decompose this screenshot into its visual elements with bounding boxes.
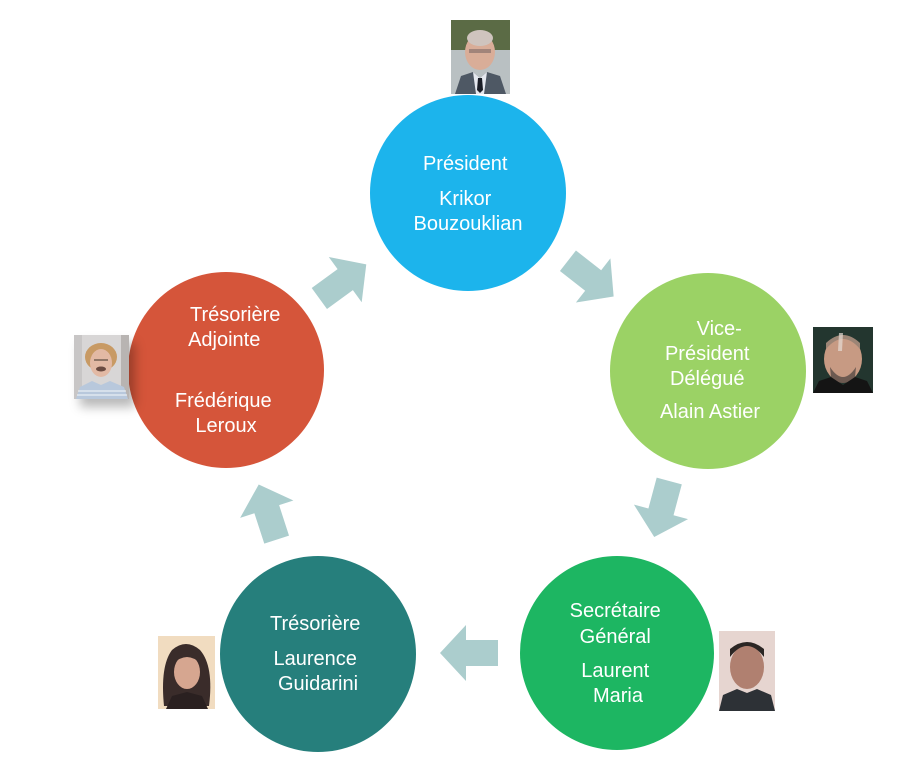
arrow-vice-president-to-secretaire — [633, 477, 689, 537]
member-node-tresoriere-adjointe: Trésorière Adjointe Frédérique Leroux — [128, 272, 324, 468]
arrow-icon — [440, 625, 498, 681]
portrait-icon — [158, 636, 215, 709]
svg-text:Président Krikor B: Président Krikor Bouzouklian — [414, 153, 523, 235]
role-text: Trésorière — [270, 613, 360, 635]
node-circle — [128, 272, 324, 468]
role-text: Président — [665, 343, 750, 365]
node-circle — [610, 273, 806, 469]
arrow-tresoriere-adjointe-to-president — [311, 256, 367, 309]
role-text: Président — [423, 153, 508, 175]
arrows — [240, 250, 689, 681]
arrow-president-to-vice-president — [559, 250, 614, 303]
arrow-tresoriere-to-tresoriere-adjointe — [240, 484, 294, 544]
photo-president — [451, 20, 510, 94]
portrait-icon — [813, 327, 873, 393]
role-text: Délégué — [670, 368, 745, 390]
name-text: Frédérique — [175, 390, 272, 412]
portrait-icon — [451, 20, 510, 94]
arrow-icon — [559, 250, 614, 303]
name-text: Krikor — [439, 188, 492, 210]
role-text: Général — [580, 626, 651, 648]
portrait-icon — [74, 335, 129, 399]
svg-text:Secrétaire Général: Secrétaire Général Laurent Maria — [570, 600, 667, 707]
name-text: Laurence — [274, 648, 357, 670]
arrow-icon — [311, 256, 367, 309]
name-text: Guidarini — [278, 673, 358, 695]
name-text: Maria — [593, 685, 644, 707]
node-circle — [370, 95, 566, 291]
portrait-icon — [719, 631, 775, 711]
name-text: Laurent — [581, 660, 649, 682]
photo-tresoriere — [158, 636, 215, 709]
photo-vice-president — [813, 327, 873, 393]
role-text: Vice- — [697, 318, 742, 340]
photo-secretaire — [719, 631, 775, 711]
member-node-vice-president: Vice- Président Délégué Alain Astier — [610, 273, 806, 469]
name-text: Alain Astier — [660, 401, 760, 423]
name-text: Leroux — [195, 415, 256, 437]
role-text: Trésorière — [190, 304, 280, 326]
role-text: Secrétaire — [570, 600, 661, 622]
member-node-secretaire: Secrétaire Général Laurent Maria — [520, 556, 714, 750]
member-node-tresoriere: Trésorière Laurence Guidarini — [220, 556, 416, 752]
svg-text:Trésorière Laurence: Trésorière Laurence Guidarini — [270, 613, 366, 695]
name-text: Bouzouklian — [414, 213, 523, 235]
arrow-secretaire-to-tresoriere — [440, 625, 498, 681]
photo-tresoriere-adjointe — [74, 335, 129, 399]
arrow-icon — [240, 484, 294, 544]
role-text: Adjointe — [188, 329, 260, 351]
svg-text:Trésorière Adjointe: Trésorière Adjointe Frédérique Leroux — [175, 304, 286, 437]
arrow-icon — [633, 477, 689, 537]
node-circle — [520, 556, 714, 750]
svg-text:Vice- Président Dé: Vice- Président Délégué Alain Astier — [660, 318, 760, 423]
node-circle — [220, 556, 416, 752]
member-node-president: Président Krikor Bouzouklian — [370, 95, 566, 291]
